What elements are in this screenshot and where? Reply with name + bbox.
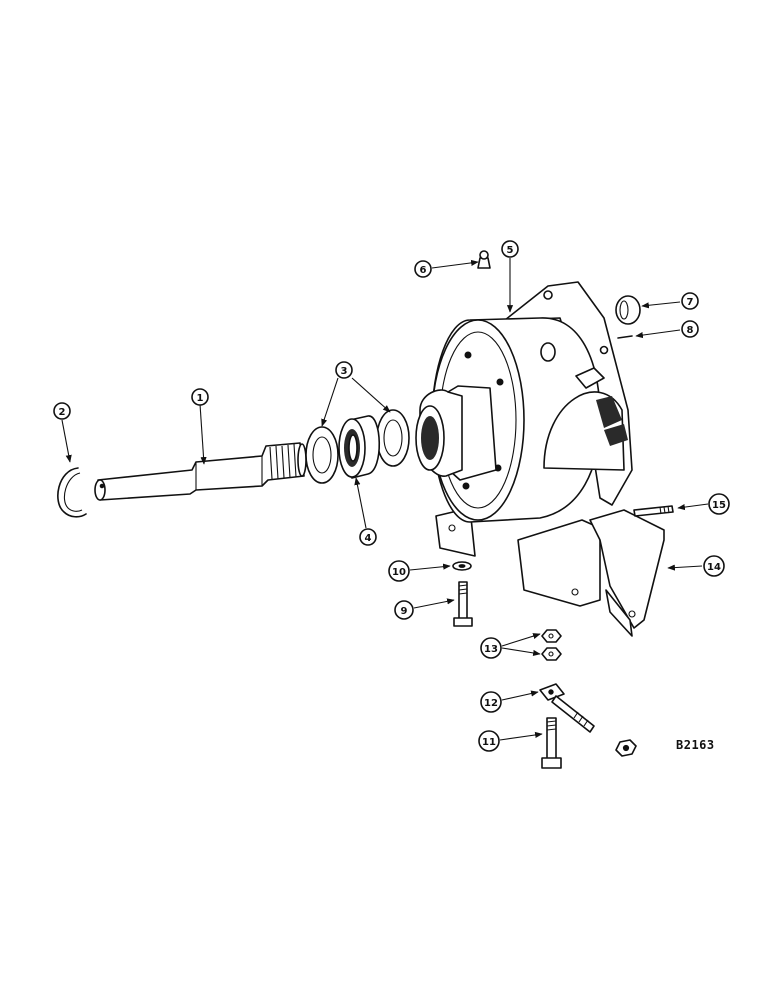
svg-text:10: 10	[392, 567, 406, 578]
gear-housing-part	[415, 281, 633, 607]
callout-7: 7	[681, 292, 699, 310]
callout-12: 12	[480, 691, 502, 713]
svg-text:1: 1	[197, 393, 204, 404]
loose-nut-part	[615, 739, 637, 757]
callout-1: 1	[191, 388, 209, 406]
callout-6: 6	[414, 260, 432, 278]
callout-4: 4	[359, 528, 377, 546]
svg-text:14: 14	[707, 562, 721, 573]
hex-nut-part-upper	[541, 629, 562, 643]
svg-text:9: 9	[401, 606, 408, 617]
bolt-part-9	[453, 581, 473, 627]
svg-text:5: 5	[507, 245, 514, 256]
svg-text:4: 4	[365, 533, 372, 544]
needle-bearing-part	[338, 415, 381, 479]
callout-2: 2	[53, 402, 71, 420]
svg-text:7: 7	[687, 297, 694, 308]
callout-9: 9	[394, 600, 414, 620]
svg-text:8: 8	[687, 325, 694, 336]
plug-cap-part	[615, 295, 641, 325]
svg-text:12: 12	[484, 698, 498, 709]
svg-text:2: 2	[59, 407, 66, 418]
hex-nut-part-lower	[541, 647, 562, 661]
pin-part	[617, 335, 633, 339]
svg-text:11: 11	[482, 737, 496, 748]
washer-part-right	[376, 409, 410, 467]
svg-text:6: 6	[420, 265, 427, 276]
eye-bolt-part	[539, 683, 595, 733]
callout-leaders	[61, 258, 709, 741]
callout-13: 13	[480, 637, 502, 659]
callout-11: 11	[478, 730, 500, 752]
washer-part-left	[305, 426, 339, 484]
angle-bracket-part	[589, 509, 665, 637]
callout-15: 15	[708, 493, 730, 515]
svg-text:3: 3	[341, 366, 348, 377]
svg-text:13: 13	[484, 644, 498, 655]
snap-ring-part	[57, 467, 87, 518]
callout-5: 5	[501, 240, 519, 258]
bolt-part-11	[541, 717, 562, 769]
callout-10: 10	[388, 560, 410, 582]
splined-shaft-part	[94, 442, 307, 501]
callout-3: 3	[335, 361, 353, 379]
callout-8: 8	[681, 320, 699, 338]
flat-washer-part	[452, 561, 472, 571]
callout-14: 14	[703, 555, 725, 577]
svg-text:15: 15	[712, 500, 726, 511]
grease-fitting-part	[477, 250, 491, 269]
drawing-code-label: B2163	[676, 738, 715, 752]
stud-bolt-part	[633, 505, 674, 517]
